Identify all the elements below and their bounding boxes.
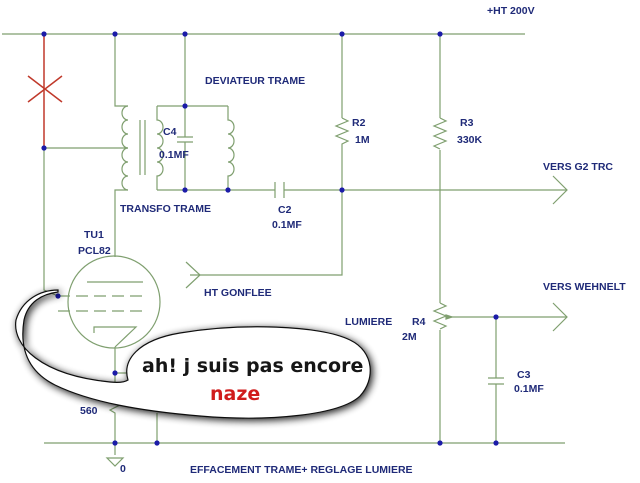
tube-pcl82 [58,255,161,349]
vers-g2-label: VERS G2 TRC [543,161,613,173]
arrow-g2-icon [552,175,568,205]
c3-value: 0.1MF [514,383,544,395]
cut-mark [27,34,63,148]
r3-value: 330K [457,134,483,146]
speech-bubble: ah! j suis pas encore naze [15,289,371,419]
transformer [121,105,164,191]
transfo-label: TRANSFO TRAME [120,203,211,215]
deviateur-coil [227,106,235,190]
capacitor-c2 [274,182,285,198]
c2-name: C2 [278,204,292,216]
vers-wehnelt-label: VERS WEHNELT [543,281,626,293]
arrows [185,175,568,332]
lumiere-label: LUMIERE [345,316,392,328]
tube-name: TU1 [84,229,104,241]
r4-value: 2M [402,331,417,343]
bubble-text-line1: ah! j suis pas encore [142,355,363,377]
ht-label: +HT 200V [487,5,535,17]
ht-gonflee-label: HT GONFLEE [204,287,272,299]
r-cathode-value: 560 [80,405,98,417]
c4-name: C4 [163,126,177,138]
arrow-ht-gonflee-icon [185,261,201,289]
potentiometer-r4 [432,302,454,330]
deviateur-label: DEVIATEUR TRAME [205,75,305,87]
component-labels: +HT 200V DEVIATEUR TRAME R2 1M R3 330K V… [78,5,626,476]
tube-type: PCL82 [78,245,111,257]
resistor-r2 [334,117,350,148]
r3-name: R3 [460,117,474,129]
c3-name: C3 [517,369,531,381]
grid-wire [43,148,59,297]
ground-label: 0 [120,463,126,475]
r2-value: 1M [355,134,370,146]
r2-name: R2 [352,117,366,129]
capacitor-c3 [488,377,504,385]
footer-label: EFFACEMENT TRAME+ REGLAGE LUMIERE [190,464,413,476]
ground-symbol [105,457,125,467]
resistor-r3 [432,117,448,150]
r4-name: R4 [412,316,426,328]
c4-value: 0.1MF [159,149,189,161]
capacitor-c4 [177,106,193,190]
arrow-wehnelt-icon [552,302,568,332]
nodes [41,31,499,446]
bubble-text-line2: naze [210,383,260,405]
c2-value: 0.1MF [272,219,302,231]
